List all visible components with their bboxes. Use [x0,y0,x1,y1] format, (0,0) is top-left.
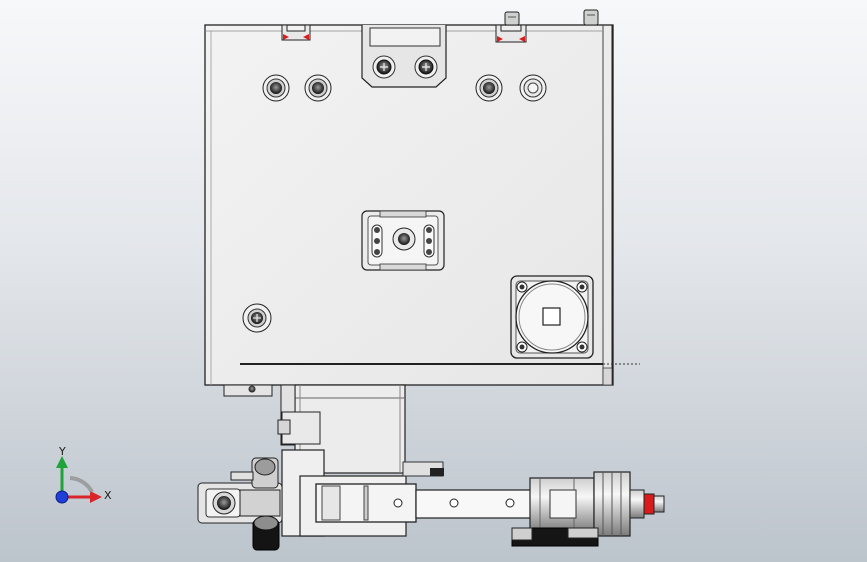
y-axis-label: Y [58,445,66,458]
top-hole-2 [304,74,332,102]
small-bracket-left [223,384,273,397]
left-fitting [197,457,283,524]
x-axis-label: X [104,489,112,502]
coordinate-triad[interactable]: Y X [55,445,112,504]
top-mount-bracket [361,25,447,88]
locating-block-right [495,24,527,43]
center-mount-block[interactable] [361,210,445,271]
top-pin-right [583,9,599,26]
y-axis-arrow-icon [56,456,68,468]
top-pin-left [504,11,520,26]
side-mount-block [277,411,321,445]
top-hole-1 [262,74,290,102]
top-hole-4 [519,74,547,102]
motor-flange[interactable] [510,275,594,359]
pneumatic-cylinder[interactable] [529,471,665,537]
lower-left-bolt [242,303,272,333]
locating-block-left [281,24,311,41]
bottom-knob [252,515,280,551]
x-axis-arrow-icon [90,491,102,503]
sensor-block [511,527,599,547]
cylinder-rod-bar[interactable] [315,483,551,523]
z-axis-origin-icon [55,490,69,504]
top-hole-3 [475,74,503,102]
